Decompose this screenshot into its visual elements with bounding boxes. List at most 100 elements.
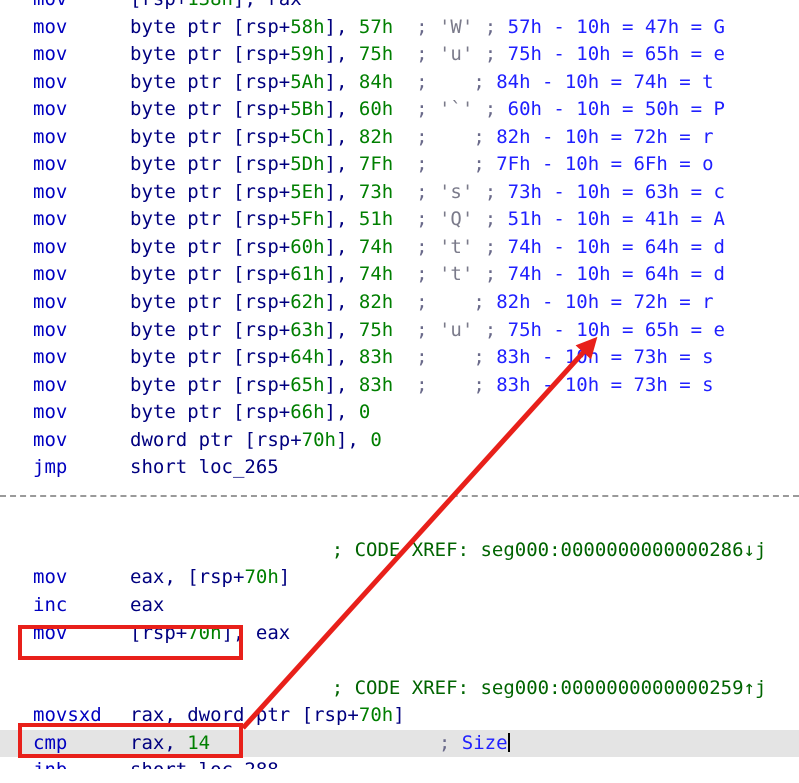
operand-punct: + bbox=[278, 291, 291, 314]
operand-punct: ], bbox=[335, 428, 371, 451]
inline-comment[interactable]: 60h - 10h = 50h = P bbox=[507, 98, 725, 121]
char-literal bbox=[428, 346, 462, 368]
operand-text: eax bbox=[255, 621, 291, 644]
column-gap bbox=[393, 98, 416, 120]
inline-comment[interactable]: 7Fh - 10h = 6Fh = o bbox=[496, 153, 714, 176]
comment-semicolon: ; bbox=[416, 291, 428, 314]
instruction-operands: byte ptr [rsp+63h], 75h bbox=[130, 319, 393, 341]
xref-comment-line[interactable]: ; CODE XREF: seg000:0000000000000286↓j bbox=[0, 537, 799, 565]
inline-comment[interactable]: 57h - 10h = 47h = G bbox=[507, 15, 725, 38]
operand-number: 7Fh bbox=[358, 153, 394, 176]
instruction-mnemonic: mov bbox=[33, 263, 68, 286]
operand-punct: ], bbox=[324, 180, 359, 203]
instruction-mnemonic: mov bbox=[33, 98, 68, 121]
operand-punct bbox=[176, 346, 187, 368]
operand-number: 57h bbox=[358, 15, 394, 38]
column-gap bbox=[393, 374, 416, 396]
operand-keyword: ptr bbox=[187, 208, 222, 231]
operand-keyword: ptr bbox=[187, 318, 222, 341]
inline-comment[interactable]: 83h - 10h = 73h = s bbox=[496, 346, 714, 369]
operand-text: rsp bbox=[244, 346, 279, 369]
operand-punct: ], bbox=[324, 208, 359, 231]
comment-gap bbox=[473, 236, 484, 258]
operand-keyword: byte bbox=[130, 208, 176, 231]
comment-semicolon: ; bbox=[416, 346, 428, 369]
instruction-operands: byte ptr [rsp+58h], 57h bbox=[130, 16, 393, 38]
operand-punct: ], bbox=[324, 43, 359, 66]
inline-comment[interactable]: 83h - 10h = 73h = s bbox=[496, 373, 714, 396]
instruction-line[interactable]: jnbshort loc_288 bbox=[0, 757, 799, 769]
operand-text: rsp bbox=[244, 318, 279, 341]
operand-punct: [ bbox=[221, 291, 245, 314]
inline-comment[interactable]: Size bbox=[461, 731, 508, 754]
operand-punct: [ bbox=[221, 125, 245, 148]
inline-comment[interactable]: 73h - 10h = 63h = c bbox=[507, 180, 725, 203]
operand-keyword: byte bbox=[130, 235, 176, 258]
inline-comment[interactable]: 74h - 10h = 64h = d bbox=[507, 235, 725, 258]
inline-comment[interactable]: 82h - 10h = 72h = r bbox=[496, 125, 714, 148]
column-gap bbox=[210, 732, 416, 754]
operand-keyword: dword bbox=[187, 704, 245, 727]
column-gap bbox=[393, 236, 416, 258]
comment-gap bbox=[462, 71, 473, 93]
inline-comment[interactable]: 75h - 10h = 65h = e bbox=[507, 43, 725, 66]
char-literal bbox=[428, 291, 462, 313]
comment-semicolon: ; bbox=[416, 15, 428, 38]
operand-punct: ], bbox=[324, 125, 359, 148]
instruction-operands: rax, dword ptr [rsp+70h] bbox=[130, 704, 405, 726]
operand-punct: ], bbox=[233, 0, 267, 10]
operand-number: 59h bbox=[290, 43, 325, 66]
comment-semicolon: ; bbox=[416, 125, 428, 148]
instruction-mnemonic: mov bbox=[33, 373, 68, 396]
instruction-operands: byte ptr [rsp+5Dh], 7Fh bbox=[130, 153, 393, 175]
operand-punct: ] bbox=[393, 704, 405, 727]
operand-text: rsp bbox=[255, 428, 291, 451]
instruction-operands: eax, [rsp+70h] bbox=[130, 566, 290, 588]
comment-semicolon: ; bbox=[416, 235, 428, 258]
operand-number: 0 bbox=[358, 401, 371, 424]
comment-semicolon: ; bbox=[416, 373, 428, 396]
comment-semicolon: ; bbox=[473, 125, 497, 148]
instruction-operands: byte ptr [rsp+60h], 74h bbox=[130, 236, 393, 258]
inline-comment[interactable]: 84h - 10h = 74h = t bbox=[496, 70, 714, 93]
comment-semicolon: ; bbox=[416, 318, 428, 341]
xref-comment-line[interactable]: ; CODE XREF: seg000:0000000000000259↑j bbox=[0, 675, 799, 703]
inline-comment[interactable]: 82h - 10h = 72h = r bbox=[496, 291, 714, 314]
operand-keyword: byte bbox=[130, 180, 176, 203]
instruction-operands: byte ptr [rsp+66h], 0 bbox=[130, 401, 370, 423]
operand-punct bbox=[176, 319, 187, 341]
instruction-line[interactable]: mov[rsp+138h], rax bbox=[0, 0, 799, 14]
operand-punct: [ bbox=[221, 15, 245, 38]
operand-number: 63h bbox=[290, 318, 325, 341]
inline-comment[interactable]: 74h - 10h = 64h = d bbox=[507, 263, 725, 286]
instruction-line[interactable]: mov[rsp+70h], eax bbox=[0, 620, 799, 648]
inline-comment[interactable]: 75h - 10h = 65h = e bbox=[507, 318, 725, 341]
operand-number: 5Bh bbox=[290, 98, 325, 121]
operand-number: 60h bbox=[290, 235, 325, 258]
inline-comment[interactable]: 51h - 10h = 41h = A bbox=[507, 208, 725, 231]
operand-number: 82h bbox=[358, 291, 394, 314]
char-literal: 't' bbox=[427, 263, 474, 286]
